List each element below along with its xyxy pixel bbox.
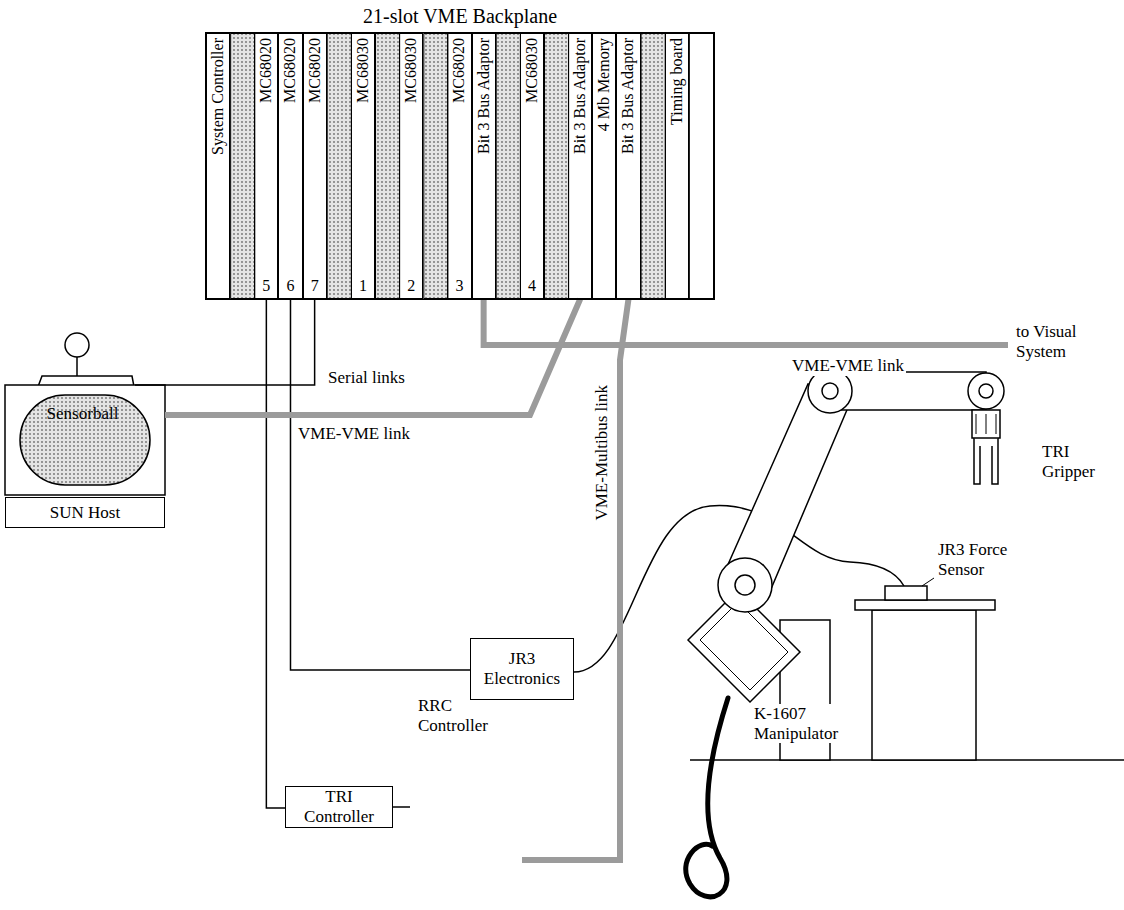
backplane-slot: MC68030 2 <box>399 33 423 299</box>
backplane-slot: MC68020 5 <box>254 33 278 299</box>
sensorball-ball <box>65 333 89 357</box>
slot-board-name: MC68030 <box>403 38 419 103</box>
slot-board-name: MC68020 <box>258 38 274 103</box>
empty-shaded-slot <box>376 34 400 299</box>
part-label: K-1607 Manipulator <box>752 704 868 743</box>
processor-number: 3 <box>448 278 470 294</box>
elbow-hub <box>822 383 838 399</box>
empty-shaded-slot <box>545 34 569 299</box>
backplane-slot: MC68020 7 <box>303 33 327 299</box>
empty-shaded-slot <box>424 34 448 299</box>
slot-board-name: Bit 3 Bus Adaptor <box>476 38 492 154</box>
empty-slot <box>689 34 713 299</box>
gripper-finger <box>974 438 980 484</box>
link-label: VME-Multibus link <box>592 385 612 521</box>
gripper-finger <box>992 438 998 484</box>
part-label: TRI Gripper <box>1040 442 1120 481</box>
slot-board-name: Timing board <box>669 38 685 125</box>
robot-motor-face <box>700 602 788 690</box>
gripper-ribs <box>986 414 987 434</box>
elbow-joint <box>808 369 852 413</box>
backplane-slot: Timing board <box>665 33 689 299</box>
box-label: TRI Controller <box>290 787 388 826</box>
serial-link-wire <box>393 806 410 808</box>
processor-number: 5 <box>255 278 277 294</box>
wrist-hub <box>979 384 993 398</box>
backplane-slot: MC68030 1 <box>351 33 375 299</box>
bus-link-cable <box>522 299 628 860</box>
backplane-slot: MC68020 6 <box>278 33 302 299</box>
sensor-pedestal <box>872 610 976 760</box>
empty-shaded-slot <box>327 34 351 299</box>
empty-shaded-slot <box>496 34 520 299</box>
link-label: Serial links <box>326 368 407 388</box>
rrc-controller-box: RRC Controller <box>410 690 522 875</box>
destination-label: to Visual System <box>1014 322 1118 361</box>
box-label: RRC Controller <box>418 696 514 735</box>
sensor-plate <box>855 600 995 610</box>
jr3-electronics-box: JR3 Electronics <box>470 638 574 700</box>
backplane-slot: Bit 3 Bus Adaptor <box>472 33 496 299</box>
gripper-body <box>972 410 1000 438</box>
box-label: SUN Host <box>5 497 165 528</box>
shoulder-hub <box>735 575 755 595</box>
tri-controller-box: TRI Controller <box>285 786 393 828</box>
vme-backplane: 21-slot VME BackplaneSystem ControllerMC… <box>205 32 715 300</box>
shoulder-joint <box>718 558 772 612</box>
slot-board-name: MC68020 <box>307 38 323 103</box>
gripper-ribs <box>976 414 977 434</box>
empty-shaded-slot <box>231 34 255 299</box>
leader-line <box>922 578 934 586</box>
manipulator-cable <box>686 698 728 897</box>
sun-host-workstation: SUN Host <box>5 385 165 528</box>
wrist-joint <box>968 373 1004 409</box>
gripper-ribs <box>996 414 997 434</box>
slot-board-name: Bit 3 Bus Adaptor <box>572 38 588 154</box>
force-sensor <box>885 586 927 600</box>
link-label: VME-VME link <box>790 356 906 376</box>
serial-link-wire <box>266 299 285 808</box>
processor-number: 2 <box>400 278 422 294</box>
processor-number: 1 <box>352 278 374 294</box>
sensorball-stem <box>76 356 78 376</box>
slot-board-name: MC68030 <box>355 38 371 103</box>
sensorball-device: Sensorball <box>30 332 135 424</box>
backplane-title: 21-slot VME Backplane <box>206 5 714 28</box>
box-label: JR3 Electronics <box>475 649 569 688</box>
processor-number: 6 <box>279 278 301 294</box>
slot-board-name: MC68020 <box>451 38 467 103</box>
device-label: Sensorball <box>30 404 135 424</box>
processor-number: 4 <box>521 278 543 294</box>
link-label: VME-VME link <box>296 424 412 444</box>
backplane-slot: MC68020 3 <box>447 33 471 299</box>
monitor-screen <box>20 395 150 485</box>
bus-link-cable <box>165 299 580 415</box>
serial-link-wire <box>290 299 470 670</box>
backplane-slot: 4 Mb Memory <box>592 33 616 299</box>
slot-board-name: MC68020 <box>282 38 298 103</box>
part-label: JR3 Force Sensor <box>936 540 1050 579</box>
backplane-slot: Bit 3 Bus Adaptor <box>616 33 640 299</box>
backplane-slot: Bit 3 Bus Adaptor <box>568 33 592 299</box>
serial-link-wire <box>135 299 315 385</box>
slot-board-name: 4 Mb Memory <box>596 38 612 131</box>
backplane-slot: MC68030 4 <box>520 33 544 299</box>
slot-board-name: Bit 3 Bus Adaptor <box>620 38 636 154</box>
robot-forearm <box>830 372 986 410</box>
monitor-housing <box>5 385 165 495</box>
processor-number: 7 <box>304 278 326 294</box>
empty-shaded-slot <box>641 34 665 299</box>
slot-board-name: MC68030 <box>524 38 540 103</box>
slot-board-name: System Controller <box>210 38 226 155</box>
backplane-slot: System Controller <box>206 33 230 299</box>
